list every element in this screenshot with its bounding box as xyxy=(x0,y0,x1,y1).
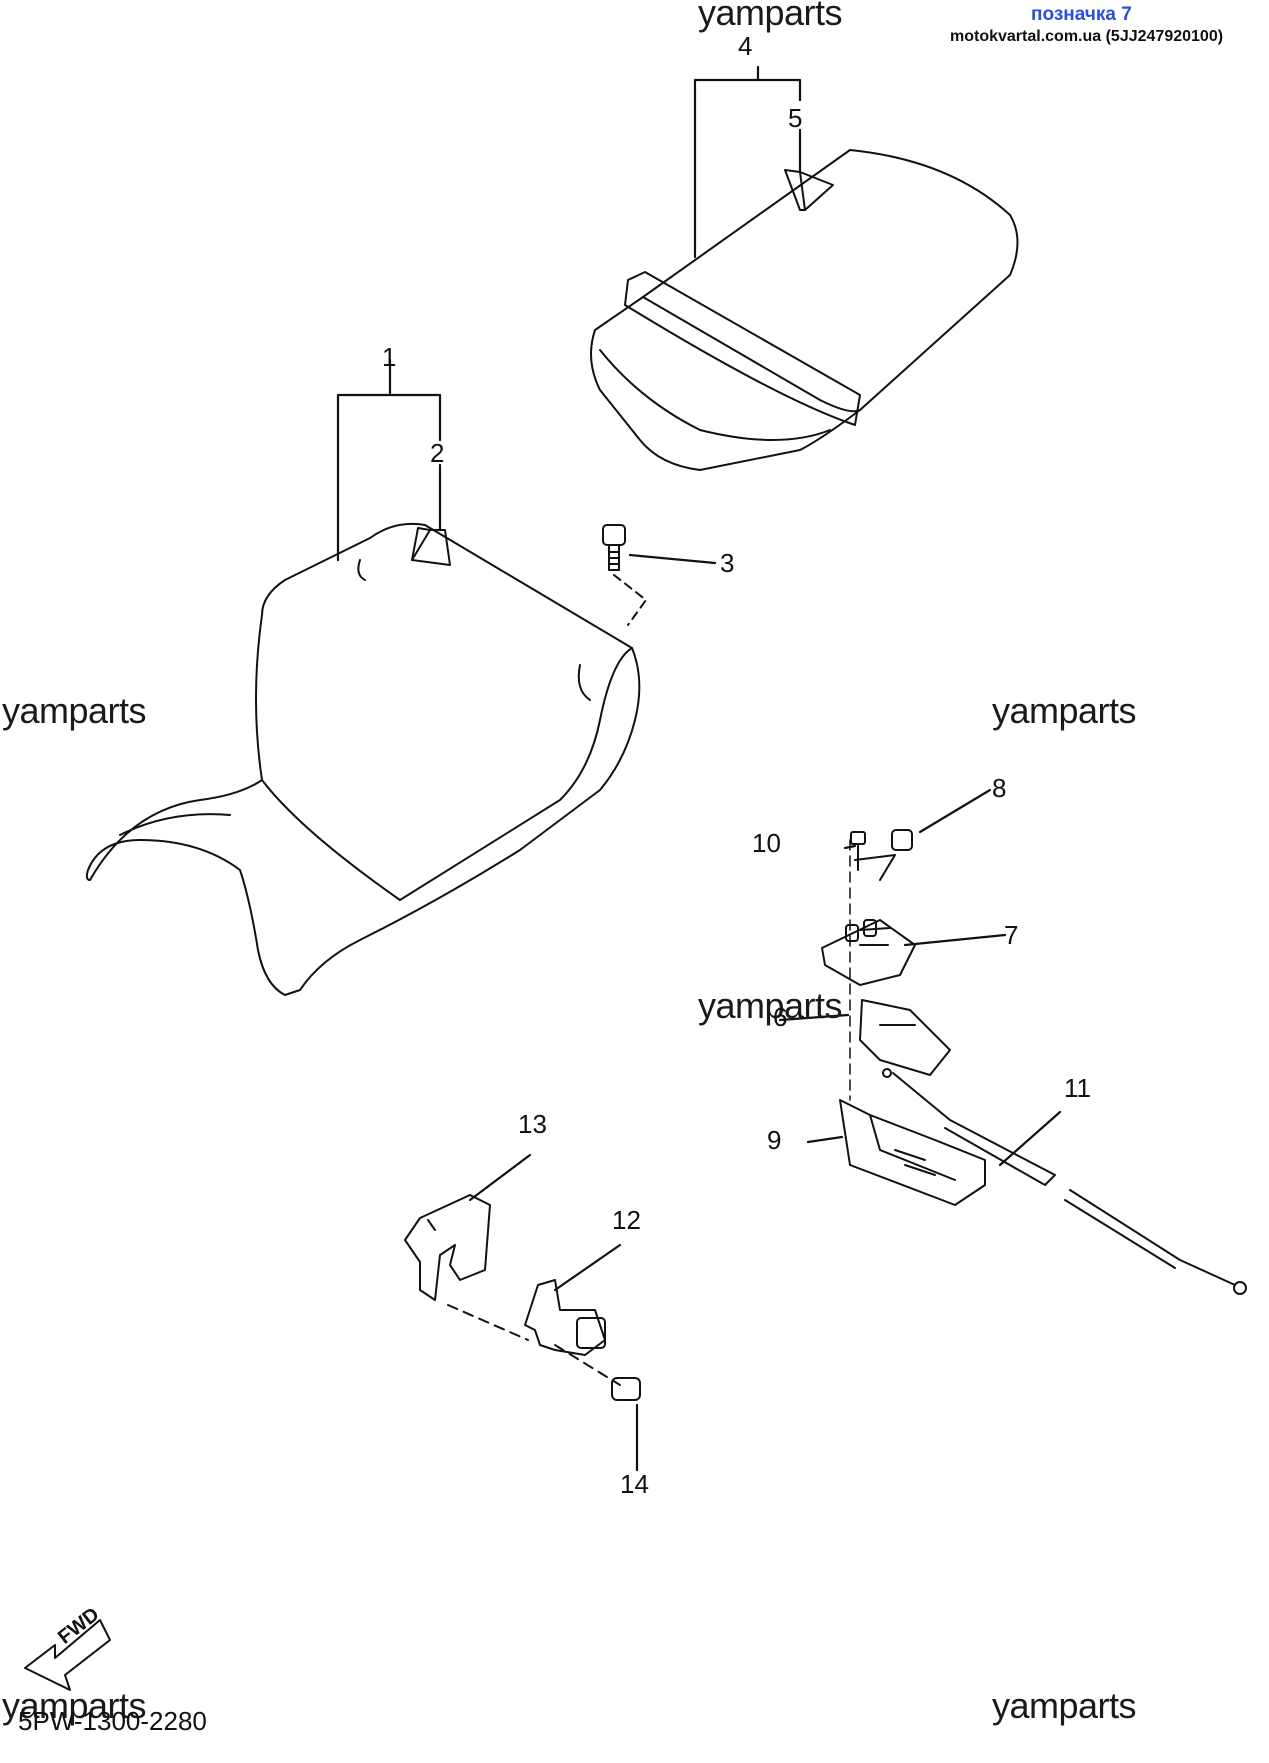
bolt-part-3 xyxy=(602,524,647,626)
part-label-10[interactable]: 10 xyxy=(752,828,781,858)
watermark-bottom-right: yamparts xyxy=(992,1685,1137,1726)
part-label-4[interactable]: 4 xyxy=(738,31,753,61)
rear-seat xyxy=(590,149,1019,471)
watermark-top: yamparts xyxy=(698,0,843,33)
part-label-5[interactable]: 5 xyxy=(788,103,803,133)
latch-parts xyxy=(404,1194,641,1401)
part-label-11[interactable]: 11 xyxy=(1064,1073,1091,1103)
part-label-7[interactable]: 7 xyxy=(1004,920,1019,950)
seat-lock-assembly xyxy=(821,829,1247,1295)
watermark-center: yamparts xyxy=(698,985,843,1026)
header-source: motokvartal.com.ua (5JJ247920100) xyxy=(950,28,1224,45)
part-label-6[interactable]: 6 xyxy=(773,1002,788,1032)
part-label-3[interactable]: 3 xyxy=(720,548,735,578)
part-label-14[interactable]: 14 xyxy=(620,1469,649,1499)
watermark-bottom-left: yamparts xyxy=(2,1685,147,1726)
part-label-12[interactable]: 12 xyxy=(612,1205,641,1235)
part-label-2[interactable]: 2 xyxy=(430,438,445,468)
leader-lines xyxy=(336,65,1062,1472)
header-link[interactable]: позначка 7 xyxy=(1031,4,1132,25)
watermark-left: yamparts xyxy=(2,690,147,731)
diagram-code: 5PW-1300-2280 xyxy=(18,1706,207,1736)
front-seat xyxy=(85,522,641,996)
fwd-arrow-icon xyxy=(24,1619,111,1691)
part-label-13[interactable]: 13 xyxy=(518,1109,547,1139)
part-label-1[interactable]: 1 xyxy=(382,342,397,372)
part-label-9[interactable]: 9 xyxy=(767,1125,782,1155)
watermark-right: yamparts xyxy=(992,690,1137,731)
part-label-8[interactable]: 8 xyxy=(992,773,1007,803)
